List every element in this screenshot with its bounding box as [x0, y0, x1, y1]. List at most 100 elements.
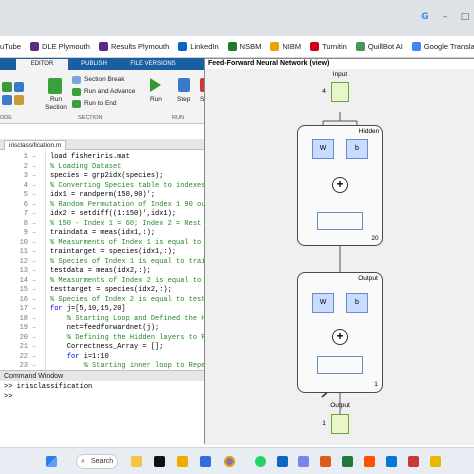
command-prompt[interactable]: >>	[4, 393, 13, 401]
bookmark-item[interactable]: NSBM	[227, 42, 261, 51]
breakpoint-marker[interactable]: –	[32, 219, 37, 228]
bookmark-item[interactable]: Results Plymouth	[98, 42, 169, 51]
breakpoint-marker[interactable]: –	[32, 314, 37, 323]
step-button[interactable]: Step	[177, 96, 191, 103]
code-line[interactable]: 13–testdata = meas(idx2,:);	[0, 266, 204, 276]
google-icon[interactable]: G	[421, 12, 429, 22]
minimize-icon[interactable]: –	[442, 12, 448, 22]
breakpoint-marker[interactable]: –	[32, 362, 37, 370]
breakpoint-marker[interactable]: –	[32, 352, 37, 361]
breakpoint-marker[interactable]: –	[32, 305, 37, 313]
tab-publish[interactable]: PUBLISH	[81, 61, 107, 67]
code-line[interactable]: 23– % Starting inner loop to Repea	[0, 361, 204, 370]
taskbar-search[interactable]: ⌕ Search	[76, 454, 118, 469]
command-window[interactable]: >> irisclassification >>	[0, 381, 204, 447]
tab-file-versions[interactable]: FILE VERSIONS	[130, 61, 176, 67]
breakpoint-marker[interactable]: –	[32, 229, 37, 237]
code-line[interactable]: 15–testtarget = species(idx2,:);	[0, 285, 204, 295]
acrobat-icon[interactable]	[408, 456, 419, 467]
code-line[interactable]: 16–% Species of Index 2 is equal to test…	[0, 295, 204, 305]
code-line[interactable]: 2–% Loading Dataset	[0, 162, 204, 172]
run-advance-button-icon[interactable]	[72, 88, 81, 96]
breakpoint-marker[interactable]: –	[32, 286, 37, 294]
breakpoint-marker[interactable]: –	[32, 324, 37, 332]
matlab-icon[interactable]	[320, 456, 331, 467]
whatsapp-icon[interactable]	[255, 456, 266, 467]
breakpoint-marker[interactable]: –	[32, 162, 37, 171]
breakpoint-marker[interactable]: –	[32, 267, 37, 275]
code-line[interactable]: 9–traindata = meas(idx1,:);	[0, 228, 204, 238]
bookmark-item[interactable]: DLE Plymouth	[30, 42, 90, 51]
notion-icon[interactable]	[154, 456, 165, 467]
section-break-button[interactable]: Section Break	[84, 76, 125, 83]
code-line[interactable]: 5–idx1 = randperm(150,90)';	[0, 190, 204, 200]
bookmark-item[interactable]: QuillBot AI	[355, 42, 403, 51]
breakpoint-marker[interactable]: –	[32, 238, 37, 247]
teams-icon[interactable]	[298, 456, 309, 467]
code-line[interactable]: 11–traintarget = species(idx1,:);	[0, 247, 204, 257]
pinned-app-icon[interactable]	[430, 456, 441, 467]
code-line[interactable]: 21– Correctness_Array = [];	[0, 342, 204, 352]
step-icon[interactable]	[178, 78, 190, 92]
store-icon[interactable]	[200, 456, 211, 467]
run-to-end-icon[interactable]	[72, 100, 81, 108]
code-line[interactable]: 3–species = grp2idx(species);	[0, 171, 204, 181]
code-line[interactable]: 7–idx2 = setdiff((1:150)',idx1);	[0, 209, 204, 219]
breakpoint-marker[interactable]: –	[32, 191, 37, 199]
word-icon[interactable]	[277, 456, 288, 467]
run-section-button[interactable]: Run Section	[45, 96, 67, 111]
run-icon[interactable]	[150, 78, 161, 92]
comment-icon[interactable]	[2, 95, 12, 105]
breakpoint-marker[interactable]: –	[32, 153, 37, 161]
windows-start-icon[interactable]	[46, 456, 57, 467]
code-line[interactable]: 6–% Random Permutation of Index 1 90 out	[0, 200, 204, 210]
breakpoint-marker[interactable]: –	[32, 257, 37, 266]
code-line[interactable]: 22– for i=1:10	[0, 352, 204, 362]
code-line[interactable]: 12–% Species of Index 1 is equal to trai…	[0, 257, 204, 267]
breakpoint-marker[interactable]: –	[32, 181, 37, 190]
chrome-icon[interactable]	[224, 456, 235, 467]
breakpoint-marker[interactable]: –	[32, 333, 37, 342]
breakpoint-marker[interactable]: –	[32, 200, 37, 209]
run-button[interactable]: Run	[150, 96, 162, 103]
code-line[interactable]: 17–for j=[5,10,15,20]	[0, 304, 204, 314]
code-line[interactable]: 14–% Measurments of Index 2 is equal to …	[0, 276, 204, 286]
bookmark-item[interactable]: Google Translate	[411, 42, 474, 51]
breakpoint-marker[interactable]: –	[32, 172, 37, 180]
tab-irisclassification[interactable]: irisclassification.m	[4, 140, 67, 150]
indent-icon[interactable]	[14, 82, 24, 92]
bookmark-item[interactable]: NIBM	[270, 42, 301, 51]
run-and-advance-button[interactable]: Run and Advance	[84, 88, 136, 95]
breakpoint-marker[interactable]: –	[32, 276, 37, 285]
code-line[interactable]: 4–% Converting Species table to indexes	[0, 181, 204, 191]
run-advance-icon[interactable]	[2, 82, 12, 92]
code-line[interactable]: 10–% Measurments of Index 1 is equal to …	[0, 238, 204, 248]
breakpoint-marker[interactable]: –	[32, 295, 37, 304]
section-break-icon[interactable]	[72, 76, 81, 84]
run-to-end-button[interactable]: Run to End	[84, 100, 117, 107]
bookmark-item[interactable]: uTube	[0, 42, 21, 51]
widgets-icon[interactable]	[131, 456, 142, 467]
run-section-icon[interactable]	[48, 78, 62, 94]
breakpoint-marker[interactable]: –	[32, 343, 37, 351]
wrap-icon[interactable]	[14, 95, 24, 105]
breakpoint-marker[interactable]: –	[32, 248, 37, 256]
command-window-header: Command Window	[0, 370, 204, 381]
code-line[interactable]: 1–load fisheriris.mat	[0, 152, 204, 162]
file-explorer-icon[interactable]	[177, 456, 188, 467]
excel-icon[interactable]	[342, 456, 353, 467]
breakpoint-marker[interactable]: –	[32, 210, 37, 218]
stop-icon[interactable]	[200, 78, 206, 92]
app-icon[interactable]	[364, 456, 375, 467]
maximize-icon[interactable]: □	[460, 12, 470, 22]
code-line[interactable]: 20– % Defining the Hidden layers to Fe	[0, 333, 204, 343]
code-line[interactable]: 19– net=feedforwardnet(j);	[0, 323, 204, 333]
bookmark-item[interactable]: LinkedIn	[178, 42, 219, 51]
code-line[interactable]: 8–% 150 - Index 1 = 60; Index 2 = Rest	[0, 219, 204, 229]
edge-icon[interactable]	[386, 456, 397, 467]
code-line[interactable]: 18– % Starting Loop and Defined the Hi	[0, 314, 204, 324]
bookmark-item[interactable]: Turnitin	[310, 42, 347, 51]
stop-button[interactable]: S	[200, 96, 205, 103]
tab-editor[interactable]: EDITOR	[16, 59, 68, 70]
